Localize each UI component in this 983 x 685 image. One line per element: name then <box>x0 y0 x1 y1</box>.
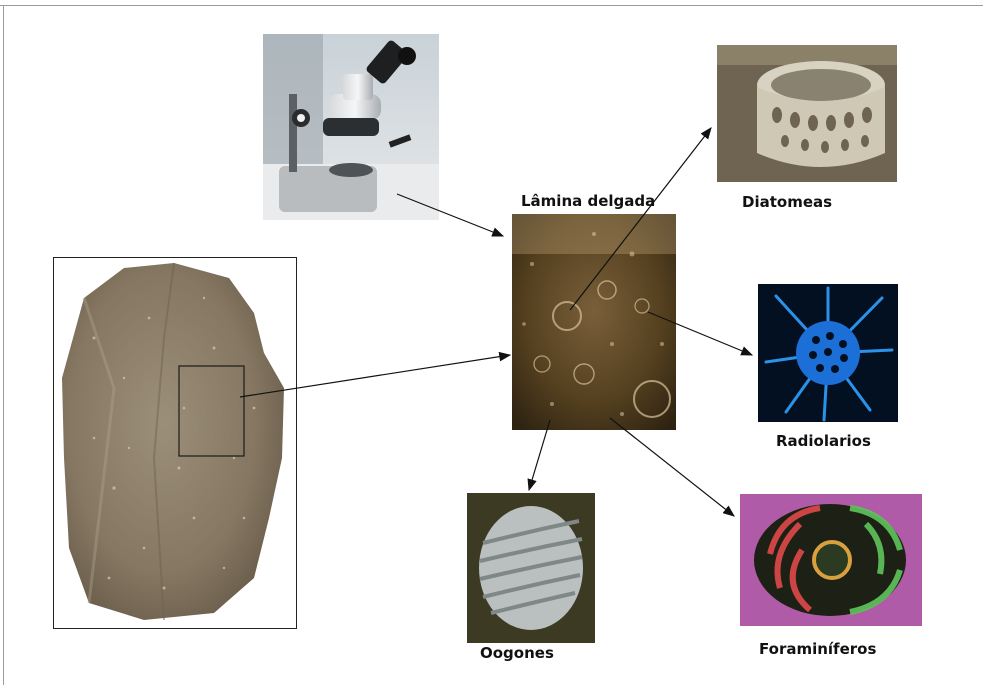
arrow-thin-section-to-radiolarians <box>648 312 752 355</box>
arrow-thin-section-to-foraminifera <box>610 418 734 516</box>
arrow-rock-to-thin-section <box>240 355 510 397</box>
arrow-microscope-to-thin-section <box>397 194 503 236</box>
arrow-thin-section-to-oogones <box>529 420 550 490</box>
arrow-thin-section-to-diatoms <box>570 128 711 310</box>
